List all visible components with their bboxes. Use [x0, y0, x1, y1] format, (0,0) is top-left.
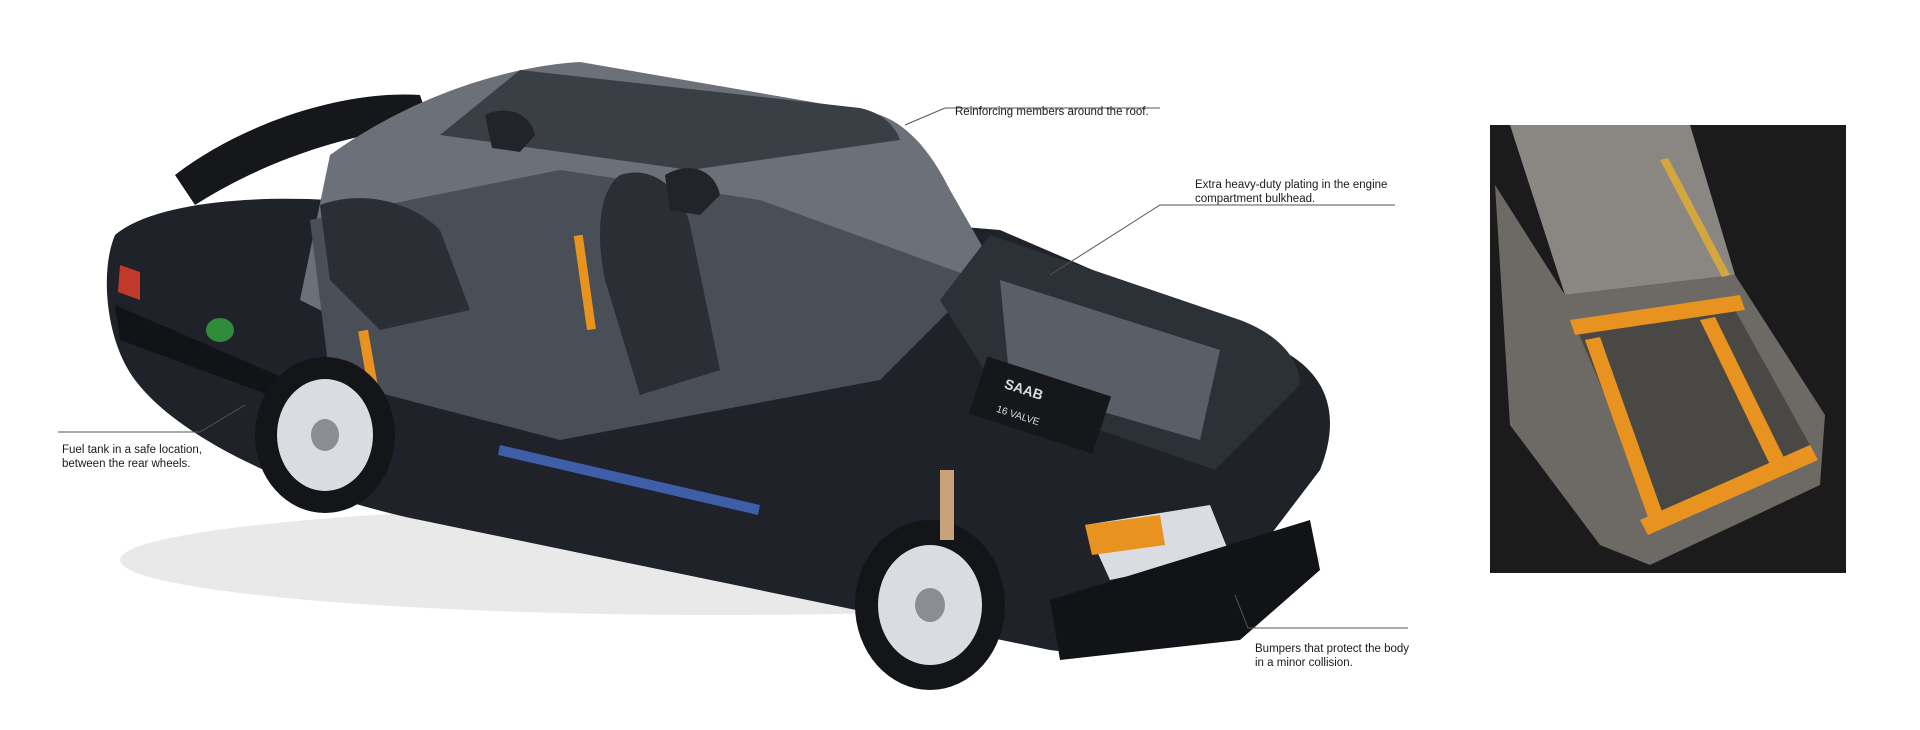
front-bumper — [1050, 520, 1320, 660]
taillight — [118, 265, 140, 300]
front-seat — [600, 172, 720, 395]
orange-frame-right — [1700, 317, 1790, 475]
callout-bulkhead-plating: Extra heavy-duty plating in the engine c… — [1195, 178, 1387, 206]
rear-spoiler — [175, 94, 430, 205]
callout-bumper-line-1: Bumpers that protect the body — [1255, 643, 1410, 655]
orange-frame-bottom — [1640, 445, 1818, 535]
callout-bulkhead-line-2: compartment bulkhead. — [1195, 193, 1316, 205]
callout-roof-reinforcement: Reinforcing members around the roof. — [955, 105, 1149, 119]
callout-fuel-line-2: between the rear wheels. — [62, 458, 191, 470]
leader-bumper — [1234, 594, 1408, 629]
headrest-rear — [485, 110, 535, 152]
orange-frame-top — [1570, 295, 1745, 335]
leader-fuel — [58, 404, 246, 433]
front-spring — [940, 470, 954, 540]
sill-trim — [498, 445, 760, 515]
callout-roof-line-1: Reinforcing members around the roof. — [955, 106, 1149, 118]
engine-bay — [1000, 280, 1220, 440]
fuel-tank — [206, 318, 234, 342]
roof-panel — [440, 70, 900, 170]
orange-frame-left — [1585, 337, 1665, 523]
engine-cover — [968, 356, 1112, 454]
orange-roof-rail — [1660, 158, 1730, 277]
leader-roof — [904, 107, 1160, 126]
rear-seat — [320, 198, 470, 330]
shell-roof — [1510, 125, 1735, 295]
body-shell-inset-photo — [1490, 125, 1846, 573]
callout-fuel-tank: Fuel tank in a safe location, between th… — [62, 443, 202, 471]
indicator — [1085, 515, 1165, 555]
callout-bulkhead-line-1: Extra heavy-duty plating in the engine — [1195, 179, 1388, 191]
front-wheel — [855, 520, 1005, 690]
leader-bulkhead — [1049, 204, 1395, 276]
rear-bumper — [115, 305, 310, 410]
headrest-front — [665, 167, 720, 215]
body-shell-illustration — [1490, 125, 1846, 573]
b-pillar-reinforcement — [573, 234, 596, 331]
rear-wheel — [255, 357, 395, 513]
callout-bumper-line-2: in a minor collision. — [1255, 657, 1353, 669]
callout-fuel-line-1: Fuel tank in a safe location, — [62, 444, 202, 456]
callout-bumpers: Bumpers that protect the body in a minor… — [1255, 642, 1409, 670]
